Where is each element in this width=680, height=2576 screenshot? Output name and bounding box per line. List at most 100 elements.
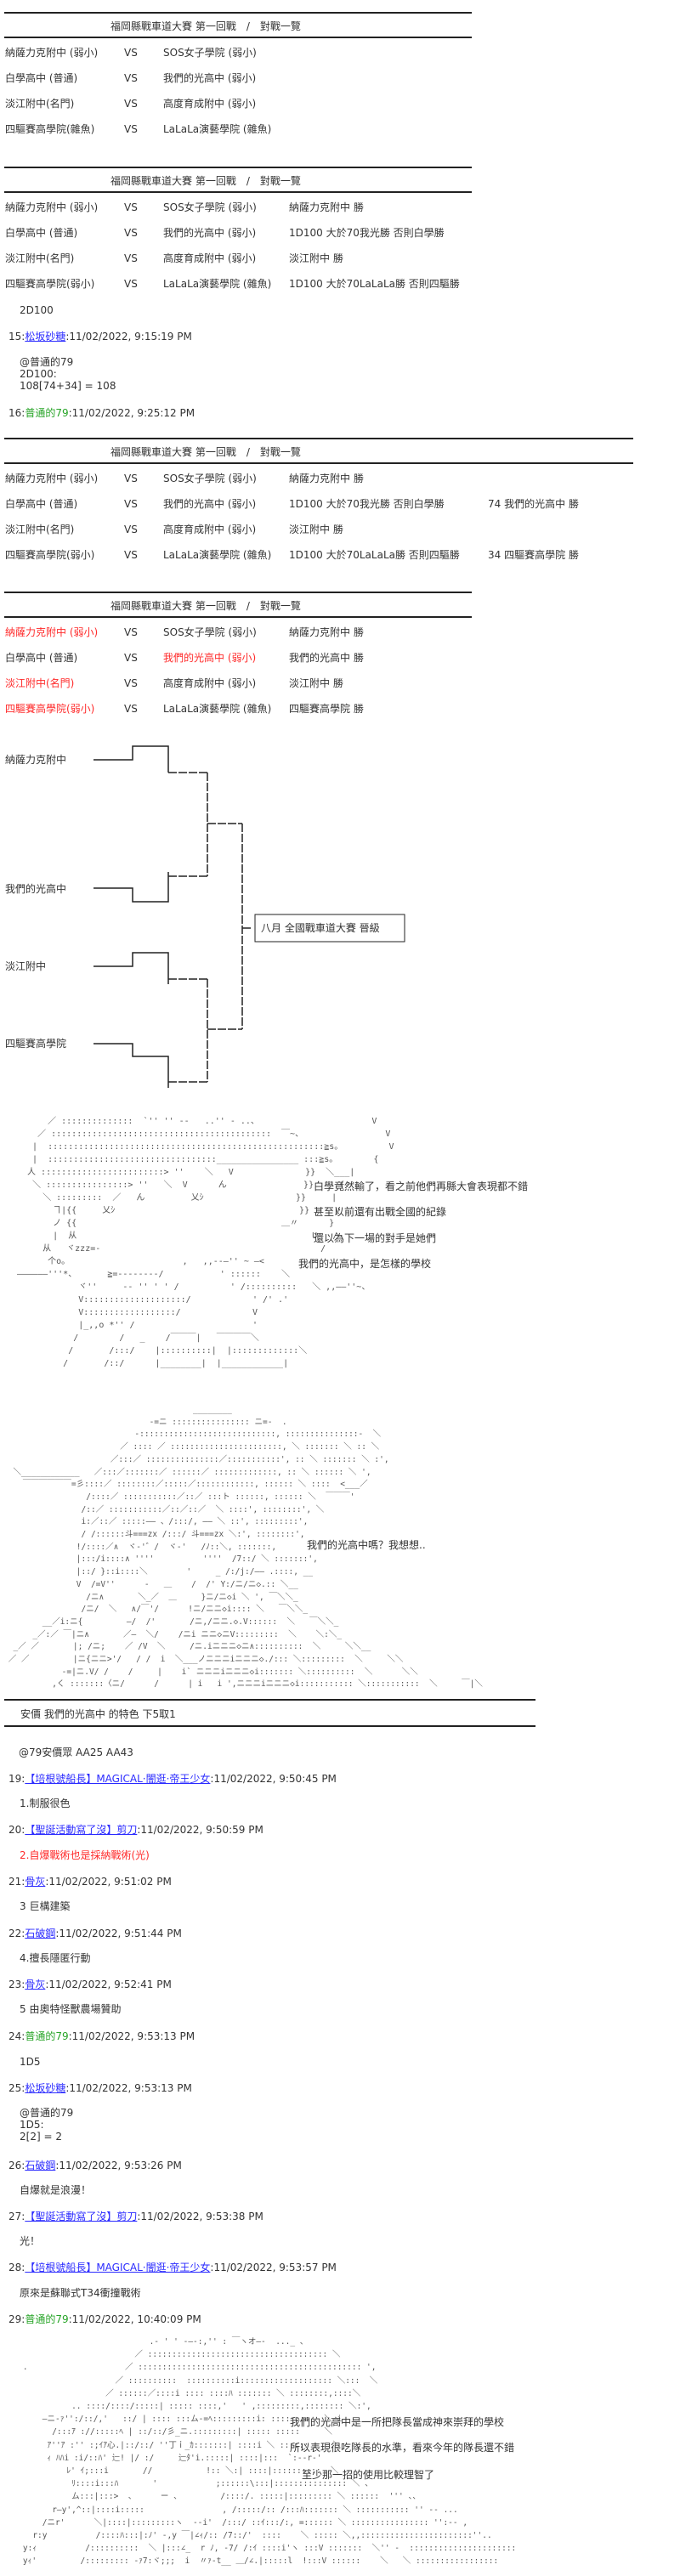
away-team: 高度育成附中 (弱小) (163, 524, 257, 535)
home-team: 納薩力克附中 (弱小) (5, 201, 99, 213)
match-row: 四驅賽高學院(弱小) VS LaLaLa演藝學院 (雜魚) 1D100 大於70… (0, 277, 680, 291)
narration-line: 還以為下一場的對手是她們 (314, 1232, 437, 1244)
post-timestamp: :11/02/2022, 9:53:13 PM (68, 2030, 196, 2042)
home-team: 四驅賽高學院(雜魚) (5, 123, 95, 135)
poster-name-link[interactable]: 普通的79 (25, 2030, 69, 2042)
poster-name-link[interactable]: 骨灰 (25, 1979, 46, 1990)
post-body: 1D5 (20, 2056, 41, 2068)
match-table-3: 福岡縣戰車道大賽 第一回戰 / 對戰一覽 納薩力克附中 (弱小) VS SOS女… (0, 438, 680, 582)
bracket-semi-bottom (168, 978, 242, 1083)
table-top-rule (4, 12, 472, 14)
home-team: 淡江附中(名門) (5, 677, 75, 689)
post-body: 5 由奧特怪獸農場贊助 (20, 2003, 121, 2015)
dice-result: @普通的79 2D100: 108[74+34] = 108 (20, 356, 116, 392)
away-team: SOS女子學院 (弱小) (163, 626, 257, 638)
bracket-final (241, 824, 252, 1029)
post-number: 26: (8, 2160, 26, 2171)
poster-name-link[interactable]: 【聖誕活動寫了沒】剪刀 (25, 2211, 138, 2222)
home-team: 淡江附中(名門) (5, 524, 75, 535)
home-team: 淡江附中(名門) (5, 98, 75, 110)
post-header: 29:普通的79:11/02/2022, 10:40:09 PM (8, 2313, 201, 2326)
poster-name-link[interactable]: 松坂砂糖 (25, 331, 66, 343)
match-result: 淡江附中 勝 (289, 524, 343, 535)
away-team: 我們的光高中 (弱小) (163, 652, 257, 664)
match-row: 淡江附中(名門) VS 高度育成附中 (弱小) 淡江附中 勝 (0, 523, 680, 536)
narration-line: 所以表現很吃隊長的水準，看來今年的隊長還不錯 (290, 2442, 515, 2454)
away-team: 我們的光高中 (弱小) (163, 72, 257, 84)
bracket-team-4: 四驅賽高學院 (5, 1038, 67, 1050)
post-body-line: 1D5 (20, 2056, 41, 2068)
post-number: 23: (8, 1979, 26, 1990)
post-body-line: 自爆就是浪漫！ (20, 2184, 92, 2196)
vs-label: VS (124, 677, 138, 689)
table-header-rule (4, 191, 472, 193)
table-top-rule (4, 167, 472, 168)
away-team: 高度育成附中 (弱小) (163, 252, 257, 264)
poster-name-link[interactable]: 【培根號船長】MAGICAL·闇逛·帝王少女 (25, 2262, 211, 2273)
home-team: 四驅賽高學院(弱小) (5, 549, 95, 561)
post-timestamp: :11/02/2022, 9:50:59 PM (137, 1824, 264, 1836)
match-result: 我們的光高中 勝 (289, 652, 364, 664)
match-result: 納薩力克附中 勝 (289, 626, 364, 638)
poster-name-link[interactable]: 骨灰 (25, 1876, 46, 1888)
final-box-border (254, 914, 405, 943)
bracket-line-team-3 (94, 952, 169, 984)
home-team: 白學高中 (普通) (5, 652, 78, 664)
poster-name-link[interactable]: 普通的79 (25, 2313, 69, 2325)
poster-name-link[interactable]: 【聖誕活動寫了沒】剪刀 (25, 1824, 138, 1836)
poster-name-link[interactable]: 【培根號船長】MAGICAL·闇逛·帝王少女 (25, 1773, 211, 1785)
post-number: 29: (8, 2313, 26, 2325)
vs-label: VS (124, 227, 138, 239)
post-timestamp: :11/02/2022, 9:15:19 PM (65, 331, 192, 343)
poster-name-link[interactable]: 松坂砂糖 (25, 2082, 66, 2094)
post-header-16: 16:普通的79:11/02/2022, 9:25:12 PM (8, 406, 195, 420)
away-team: SOS女子學院 (弱小) (163, 47, 257, 59)
post-header: 21:骨灰:11/02/2022, 9:51:02 PM (8, 1875, 172, 1888)
post-header: 26:石破鋼:11/02/2022, 9:53:26 PM (8, 2159, 182, 2172)
poster-name-link[interactable]: 石破鋼 (25, 2160, 56, 2171)
match-row: 淡江附中(名門) VS 高度育成附中 (弱小) 淡江附中 勝 (0, 677, 680, 690)
table-header-rule (4, 37, 472, 38)
ascii-art-character-3: .- ' ' -―-:,'' : ￣ヽオ―- ..._ 、 ／ ::::::::… (22, 2337, 517, 2567)
bracket-line-team-4 (94, 1043, 169, 1088)
post-timestamp: :11/02/2022, 9:53:38 PM (137, 2211, 264, 2222)
narration-line: 我們的光高中是一所把隊長當成神來崇拜的學校 (290, 2416, 505, 2428)
table-top-rule (4, 438, 633, 439)
match-row: 四驅賽高學院(弱小) VS LaLaLa演藝學院 (雜魚) 四驅賽高學院 勝 (0, 702, 680, 716)
bracket-final-label: 八月 全國戰車道大賽 晉級 (261, 922, 380, 934)
poster-name-link[interactable]: 普通的79 (25, 407, 69, 419)
post-header-15: 15:松坂砂糖:11/02/2022, 9:15:19 PM (8, 330, 192, 343)
vs-label: VS (124, 123, 138, 135)
post-header: 24:普通的79:11/02/2022, 9:53:13 PM (8, 2030, 195, 2043)
post-body-line: 4.擅長隱匿行動 (20, 1952, 91, 1964)
post-body: 4.擅長隱匿行動 (20, 1952, 90, 1964)
post-body: 光！ (20, 2235, 40, 2247)
post-number: 25: (8, 2082, 26, 2094)
post-number: 24: (8, 2030, 26, 2042)
table-title: 福岡縣戰車道大賽 第一回戰 / 對戰一覽 (110, 600, 301, 612)
post-header: 22:石破鋼:11/02/2022, 9:51:44 PM (8, 1927, 182, 1940)
post-number: 16: (8, 407, 26, 419)
away-team: 高度育成附中 (弱小) (163, 677, 257, 689)
bracket-line-team-1 (94, 745, 169, 773)
table-header-rule (4, 616, 472, 618)
match-table-2: 福岡縣戰車道大賽 第一回戰 / 對戰一覽 納薩力克附中 (弱小) VS SOS女… (0, 167, 680, 311)
away-team: 高度育成附中 (弱小) (163, 98, 257, 110)
vs-label: VS (124, 72, 138, 84)
ascii-art-character-2: ________ -=ニ :::::::::::::::: ニ=- . ‐:::… (8, 1405, 483, 1690)
ascii-art-character-1: ／ :::::::::::::: `'' '' -- ..'' - ..、 V … (17, 1117, 394, 1368)
match-result: 淡江附中 勝 (289, 677, 343, 689)
home-team: 納薩力克附中 (弱小) (5, 473, 99, 484)
match-row: 白學高中 (普通) VS 我們的光高中 (弱小) 1D100 大於70我光勝 否… (0, 497, 680, 511)
poster-name-link[interactable]: 石破鋼 (25, 1928, 56, 1939)
match-table-4: 福岡縣戰車道大賽 第一回戰 / 對戰一覽 納薩力克附中 (弱小) VS SOS女… (0, 592, 680, 736)
anka-prompt: 安價 我們的光高中 的特色 下5取1 (20, 1708, 176, 1720)
match-result: 四驅賽高學院 勝 (289, 703, 364, 715)
post-timestamp: :11/02/2022, 9:53:26 PM (55, 2160, 182, 2171)
home-team: 白學高中 (普通) (5, 227, 78, 239)
home-team: 四驅賽高學院(弱小) (5, 278, 95, 290)
post-body: 原來是蘇聯式T34衝撞戰術 (20, 2287, 141, 2299)
table-top-rule (4, 592, 472, 593)
post-number: 28: (8, 2262, 26, 2273)
post-body: 1.制服很色 (20, 1798, 70, 1809)
